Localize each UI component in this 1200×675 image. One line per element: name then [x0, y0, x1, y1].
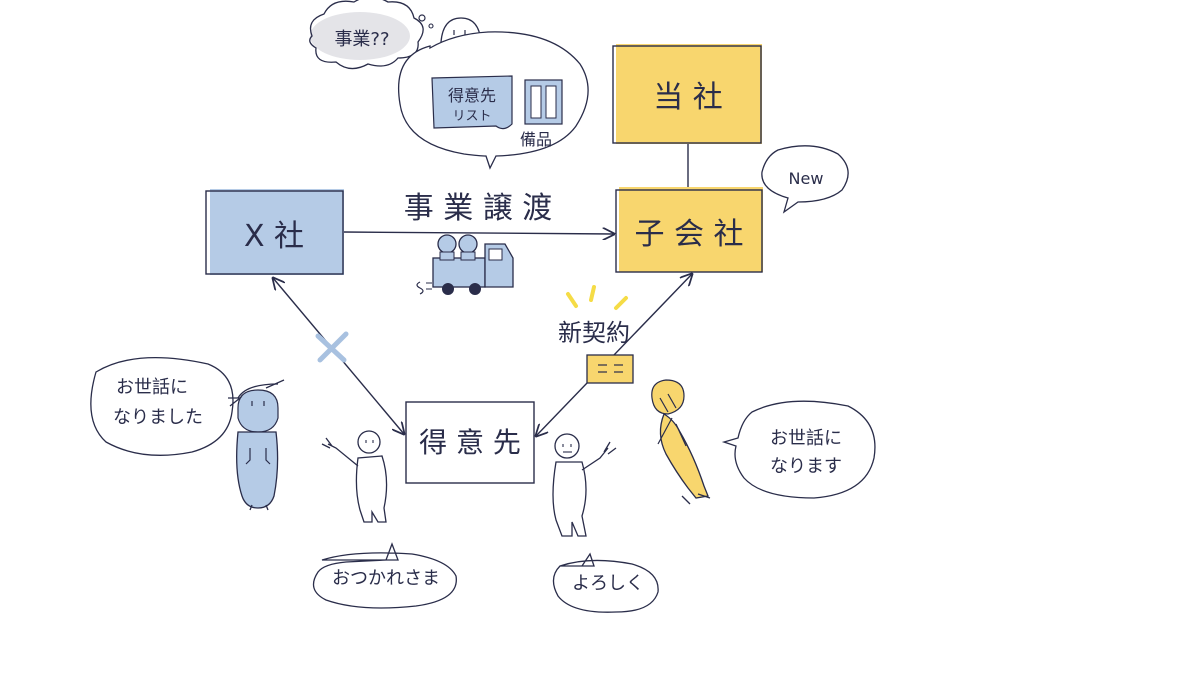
sparkle-icon — [566, 285, 628, 310]
subsidiary-staff-bubble — [721, 400, 876, 499]
x-company-box — [205, 190, 344, 275]
our-company-shadow — [616, 44, 762, 144]
our-company-box — [612, 45, 762, 144]
client-box — [405, 401, 535, 484]
x-company-label: X 社 — [244, 219, 304, 254]
x-company-shadow — [210, 189, 344, 275]
subsidiary-label: 子 会 社 — [634, 217, 743, 252]
x-staff-bubble — [90, 357, 242, 456]
client-list-line2: リスト — [452, 109, 491, 124]
waving-person-right — [552, 433, 617, 537]
binder-icon — [524, 79, 563, 125]
waving-person-left — [321, 430, 388, 523]
farewell-text: おつかれさま — [332, 568, 440, 589]
thought-cloud — [309, 0, 434, 70]
transfer-arrow — [342, 232, 614, 234]
subsidiary-staff-bubble-line1: お世話に — [770, 428, 842, 449]
client-list-line1: 得意先 — [448, 86, 496, 105]
x-staff-figure — [236, 379, 285, 511]
subsidiary-staff-figure — [651, 379, 711, 505]
our-company-label: 当 社 — [653, 80, 723, 115]
new-badge-bubble — [761, 145, 849, 214]
client-label: 得 意 先 — [419, 426, 521, 459]
subsidiary-staff-bubble-line2: なります — [770, 456, 842, 477]
equipment-label: 備品 — [520, 130, 552, 149]
x-staff-bubble-line2: なりました — [113, 407, 203, 428]
top-thought-text: 事業?? — [334, 29, 389, 50]
welcome-bubble — [552, 552, 659, 613]
subsidiary-box — [615, 189, 763, 273]
business-transfer-label: 事 業 譲 渡 — [404, 191, 553, 226]
new-contract-label: 新契約 — [558, 319, 630, 347]
cancel-cross-icon — [315, 331, 349, 363]
truck-icon — [416, 234, 514, 295]
client-list-icon — [431, 75, 513, 130]
new-badge-text: New — [789, 169, 824, 188]
welcome-text: よろしく — [572, 573, 644, 594]
subsidiary-shadow — [619, 187, 763, 272]
x-staff-bubble-line1: お世話に — [116, 377, 188, 398]
farewell-bubble — [312, 542, 457, 609]
contract-document-icon — [586, 354, 634, 384]
